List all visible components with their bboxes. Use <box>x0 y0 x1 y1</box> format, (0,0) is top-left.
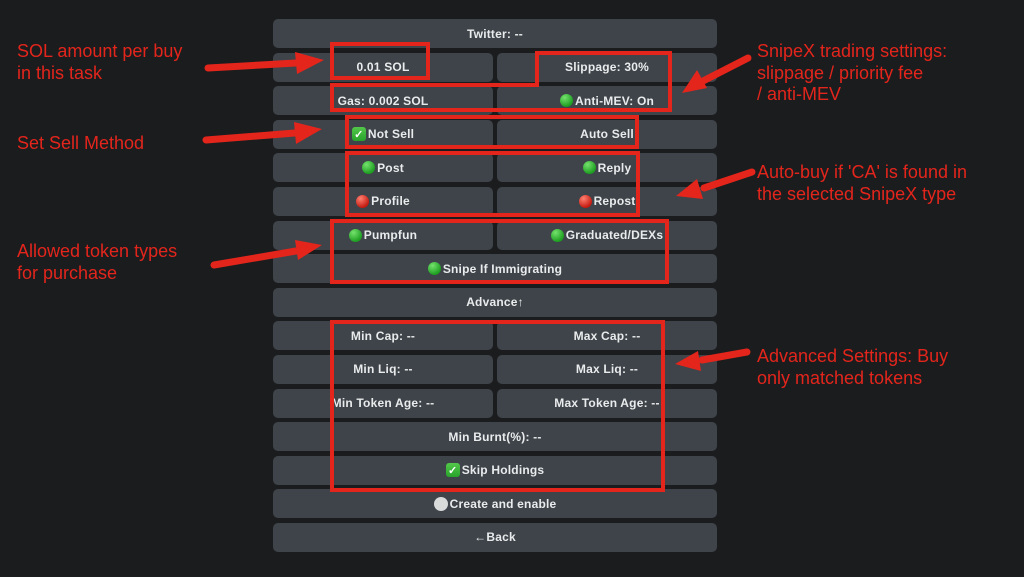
annotation-advanced: Advanced Settings: Buy only matched toke… <box>757 346 949 388</box>
button-label: Snipe If Immigrating <box>442 261 563 276</box>
button-label: Min Liq: -- <box>353 362 413 377</box>
button-label: Max Liq: -- <box>575 362 639 377</box>
green-check-icon <box>351 127 366 142</box>
button-label: 0.01 SOL <box>356 60 410 75</box>
annotation-token-types: Allowed token types for purchase <box>17 241 178 283</box>
button-min-token-age[interactable]: Min Token Age: -- <box>273 388 493 418</box>
keyboard-row: Min Cap: -- Max Cap: -- <box>273 321 717 351</box>
button-snipe-if-immigrating[interactable]: Snipe If Immigrating <box>273 254 717 284</box>
green-check-icon <box>445 463 460 478</box>
green-dot-icon <box>582 161 596 175</box>
button-label: Slippage: 30% <box>565 60 649 75</box>
keyboard-row: Create and enable <box>273 489 717 519</box>
button-label: Anti-MEV: On <box>574 93 655 108</box>
button-min-burnt[interactable]: Min Burnt(%): -- <box>273 422 717 452</box>
button-label: Skip Holdings <box>461 463 545 478</box>
keyboard-row: Gas: 0.002 SOL Anti-MEV: On <box>273 86 717 116</box>
red-dot-icon <box>356 194 370 208</box>
annotation-sell-method: Set Sell Method <box>17 133 145 153</box>
button-label: Repost <box>593 194 636 209</box>
red-dot-icon <box>578 194 592 208</box>
button-min-cap[interactable]: Min Cap: -- <box>273 321 493 351</box>
green-dot-icon <box>427 262 441 276</box>
button-twitter[interactable]: Twitter: -- <box>273 19 717 48</box>
button-label: Min Burnt(%): -- <box>448 429 542 444</box>
button-advance[interactable]: Advance↑ <box>273 287 717 317</box>
button-label: Post <box>377 160 404 175</box>
button-not-sell[interactable]: Not Sell <box>273 119 493 149</box>
button-max-liq[interactable]: Max Liq: -- <box>497 354 717 384</box>
button-label: Create and enable <box>449 496 557 511</box>
button-anti-mev[interactable]: Anti-MEV: On <box>497 86 717 116</box>
green-dot-icon <box>348 228 362 242</box>
green-dot-icon <box>362 161 376 175</box>
button-label: Reply <box>597 160 632 175</box>
keyboard-row: Post Reply <box>273 153 717 183</box>
button-min-liq[interactable]: Min Liq: -- <box>273 354 493 384</box>
button-label: Graduated/DEXs <box>565 228 664 243</box>
button-label: Profile <box>371 194 410 209</box>
button-label: Min Token Age: -- <box>331 396 435 411</box>
keyboard-row: Pumpfun Graduated/DEXs <box>273 220 717 250</box>
button-label: Twitter: -- <box>467 26 523 41</box>
inline-keyboard: Twitter: -- 0.01 SOL Slippage: 30% Gas: … <box>273 19 717 552</box>
button-back[interactable]: ←Back <box>273 522 717 552</box>
annotation-auto-buy: Auto-buy if 'CA' is found in the selecte… <box>757 162 967 204</box>
button-post[interactable]: Post <box>273 153 493 183</box>
button-label: Min Cap: -- <box>350 328 416 343</box>
annotation-trading-settings: SnipeX trading settings: slippage / prio… <box>757 41 948 104</box>
keyboard-row: Snipe If Immigrating <box>273 254 717 284</box>
button-repost[interactable]: Repost <box>497 186 717 216</box>
green-dot-icon <box>559 94 573 108</box>
button-label: Gas: 0.002 SOL <box>337 93 429 108</box>
green-dot-icon <box>550 228 564 242</box>
button-max-token-age[interactable]: Max Token Age: -- <box>497 388 717 418</box>
button-label: Not Sell <box>367 127 415 142</box>
button-profile[interactable]: Profile <box>273 186 493 216</box>
button-graduated-dexs[interactable]: Graduated/DEXs <box>497 220 717 250</box>
button-label: Auto Sell <box>580 127 634 142</box>
button-slippage[interactable]: Slippage: 30% <box>497 52 717 82</box>
button-label: Pumpfun <box>363 228 418 243</box>
keyboard-row: Min Burnt(%): -- <box>273 422 717 452</box>
button-create-and-enable[interactable]: Create and enable <box>273 489 717 519</box>
keyboard-row: Profile Repost <box>273 186 717 216</box>
button-buy-amount[interactable]: 0.01 SOL <box>273 52 493 82</box>
keyboard-row: Min Liq: -- Max Liq: -- <box>273 354 717 384</box>
button-label: Advance↑ <box>466 295 524 310</box>
button-reply[interactable]: Reply <box>497 153 717 183</box>
keyboard-row: Twitter: -- <box>273 19 717 48</box>
keyboard-row: Min Token Age: -- Max Token Age: -- <box>273 388 717 418</box>
button-auto-sell[interactable]: Auto Sell <box>497 119 717 149</box>
button-label: Max Token Age: -- <box>554 396 660 411</box>
keyboard-row: Skip Holdings <box>273 455 717 485</box>
button-label: ←Back <box>474 530 516 545</box>
button-pumpfun[interactable]: Pumpfun <box>273 220 493 250</box>
keyboard-row: Not Sell Auto Sell <box>273 119 717 149</box>
annotation-sol-amount: SOL amount per buy in this task <box>17 41 183 83</box>
keyboard-row: Advance↑ <box>273 287 717 317</box>
button-skip-holdings[interactable]: Skip Holdings <box>273 455 717 485</box>
keyboard-row: ←Back <box>273 522 717 552</box>
button-max-cap[interactable]: Max Cap: -- <box>497 321 717 351</box>
button-label: Max Cap: -- <box>573 328 641 343</box>
button-gas[interactable]: Gas: 0.002 SOL <box>273 86 493 116</box>
white-circle-icon <box>433 496 448 511</box>
keyboard-row: 0.01 SOL Slippage: 30% <box>273 52 717 82</box>
